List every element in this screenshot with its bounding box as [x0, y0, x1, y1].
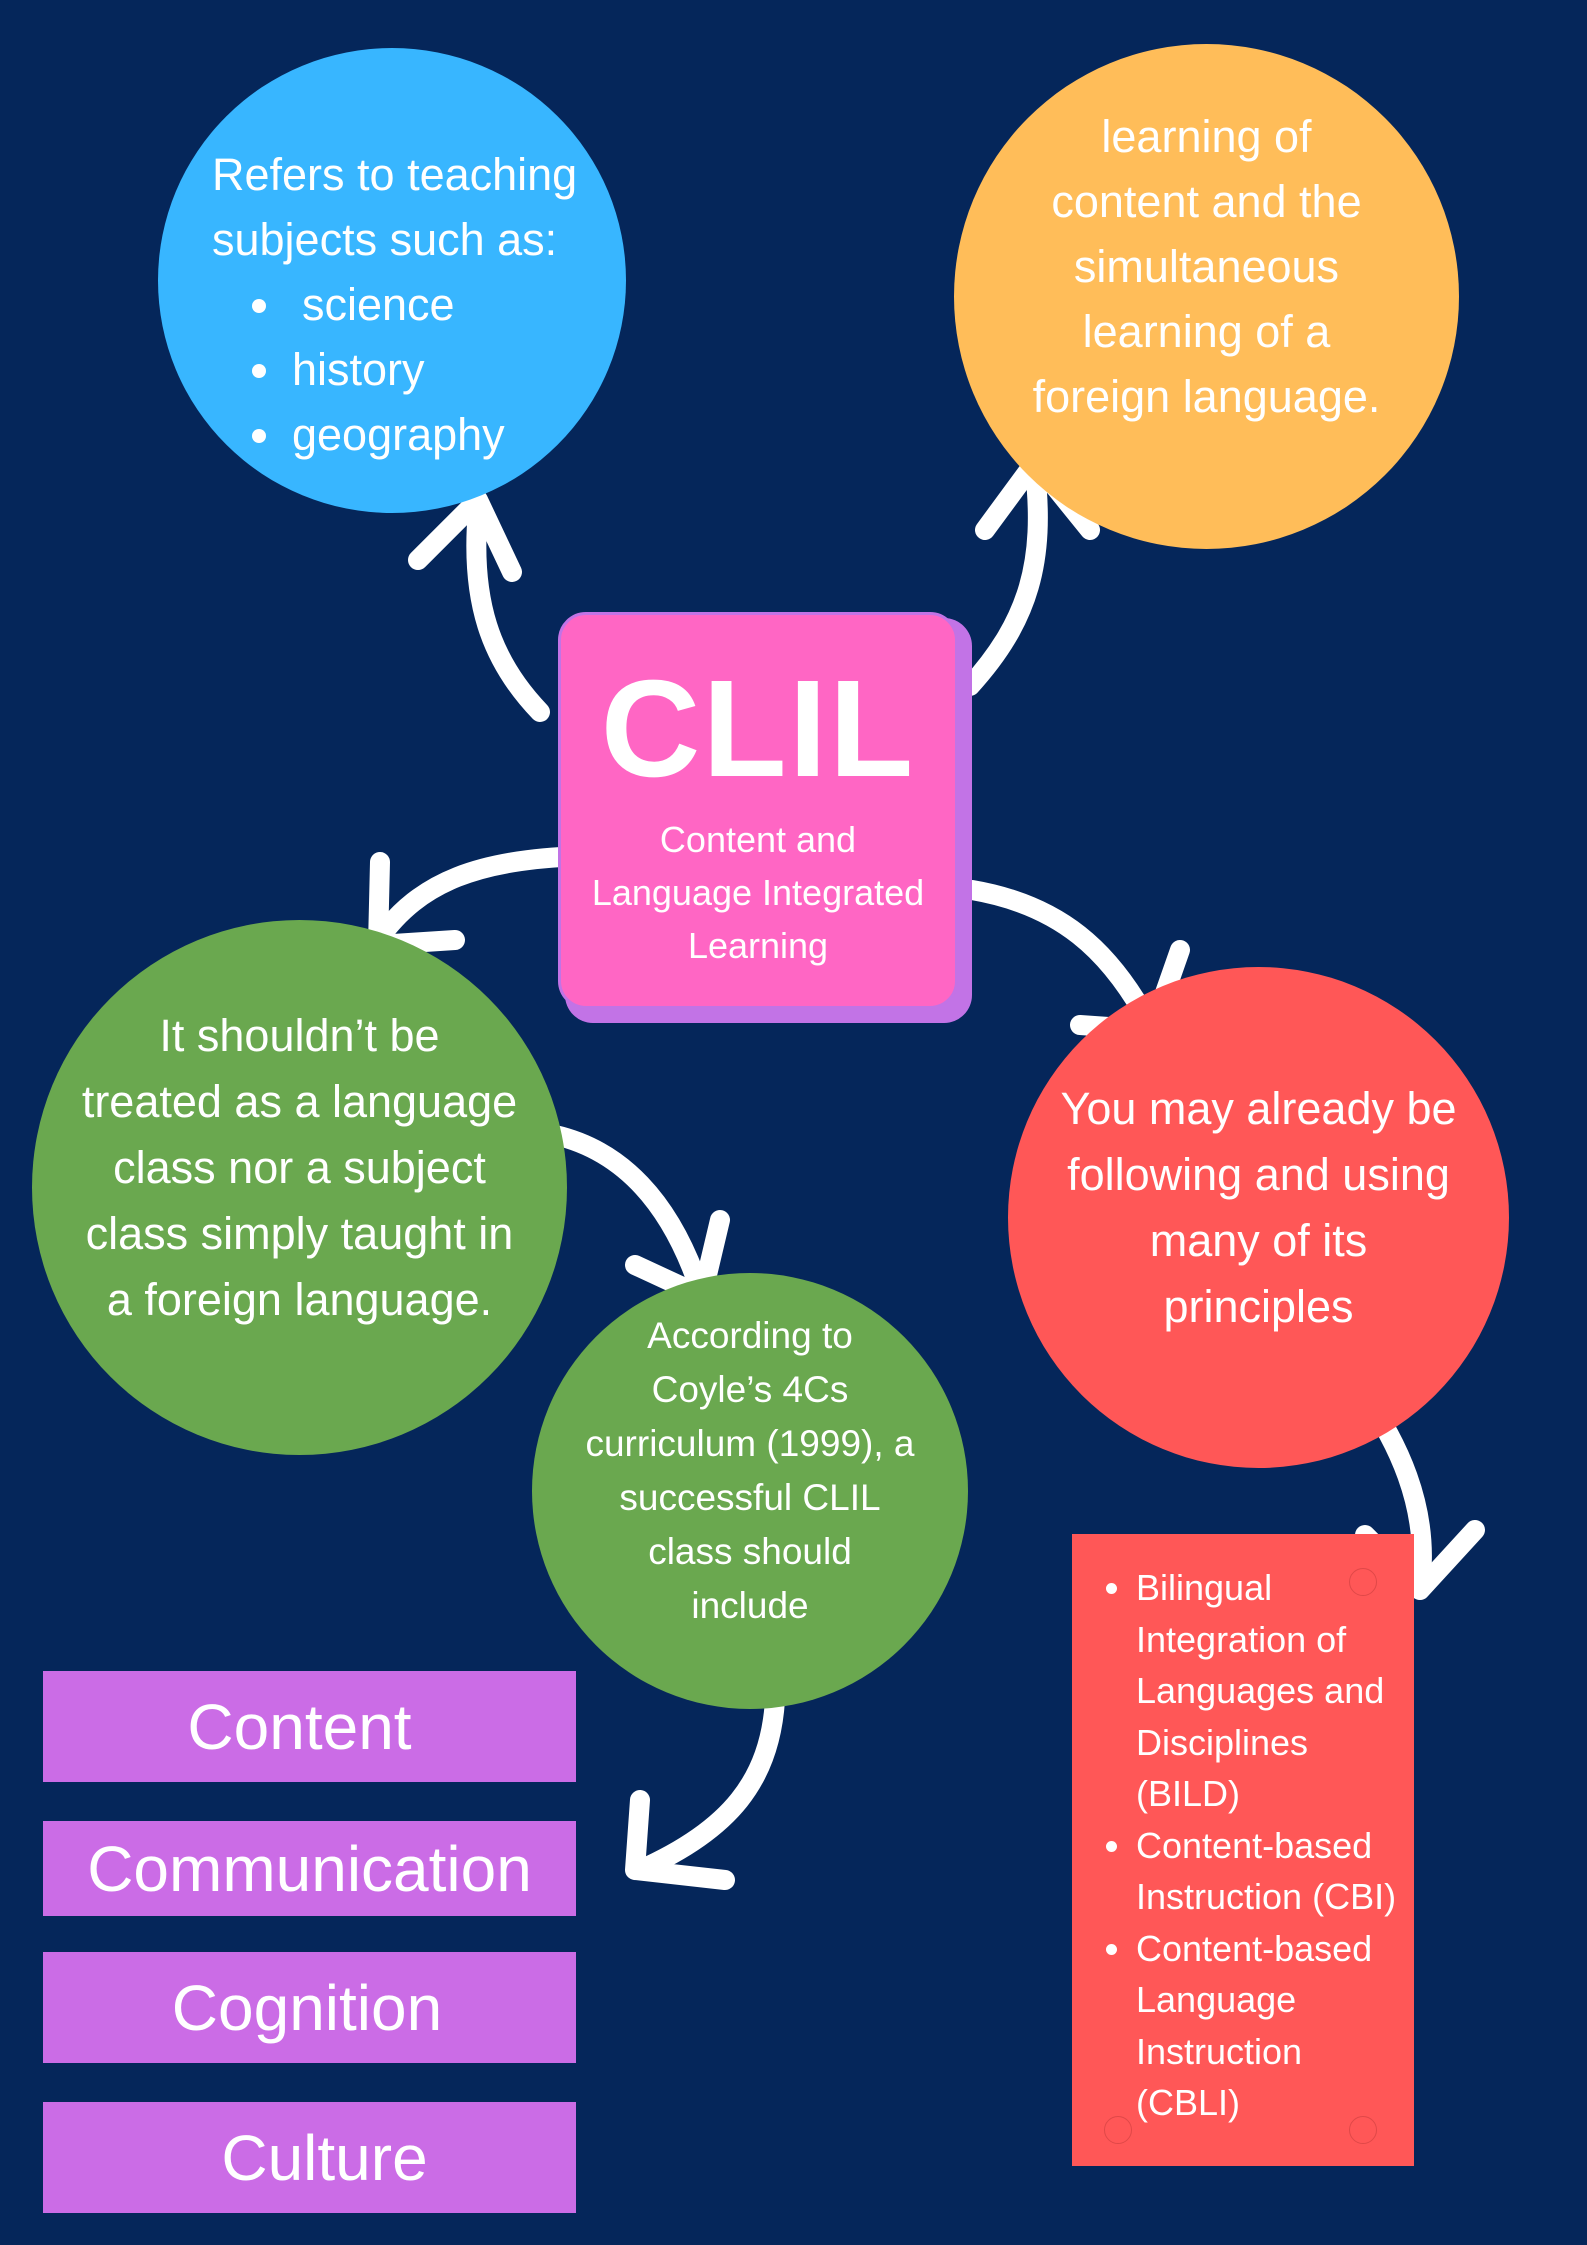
- pill-label: Communication: [87, 1832, 532, 1905]
- four-cs-communication: Communication: [43, 1821, 576, 1916]
- pill-label: Content: [187, 1690, 412, 1763]
- subjects-intro-line: subjects such as:: [212, 214, 558, 265]
- arrow-to-not-language-class: [368, 846, 590, 955]
- language-learning-circle: learning of content and the simultaneous…: [954, 44, 1459, 549]
- not-language-class-circle: It shouldn’t be treated as a language cl…: [32, 920, 567, 1455]
- pill-label: Culture: [221, 2121, 428, 2194]
- text-line: foreign language.: [1032, 371, 1381, 422]
- text-line: include: [691, 1585, 809, 1626]
- text-line: many of its: [1149, 1214, 1368, 1266]
- clil-subtitle: Content and Language Integrated Learning: [561, 813, 955, 972]
- four-cs-cognition: Cognition: [43, 1952, 576, 2063]
- not-language-class-text: It shouldn’t be treated as a language cl…: [52, 1003, 547, 1333]
- subject-item: history: [251, 337, 577, 402]
- pill-label: Cognition: [171, 1971, 443, 2044]
- related-approaches-list: Bilingual Integration of Languages and D…: [1072, 1562, 1414, 2129]
- text-line: Bilingual: [1136, 1567, 1273, 1608]
- subtitle-line: Learning: [687, 925, 829, 966]
- selection-handle: [1104, 2116, 1132, 2144]
- principles-text: You may already be following and using m…: [1030, 1076, 1486, 1340]
- text-line: (CBLI): [1136, 2082, 1241, 2123]
- coyle-circle: According to Coyle’s 4Cs curriculum (199…: [532, 1273, 968, 1709]
- text-line: curriculum (1999), a: [585, 1423, 915, 1464]
- text-line: Content-based: [1136, 1927, 1373, 1969]
- subjects-text: Refers to teaching subjects such as: sci…: [212, 142, 577, 467]
- principles-circle: You may already be following and using m…: [1008, 967, 1509, 1468]
- text-line: successful CLIL: [619, 1477, 881, 1518]
- four-cs-culture: Culture: [43, 2102, 576, 2213]
- text-line: Instruction (CBI): [1136, 1876, 1397, 1917]
- text-line: According to: [647, 1315, 853, 1356]
- subjects-circle: [158, 48, 626, 513]
- arrow-to-four-cs: [625, 1690, 785, 1890]
- text-line: Coyle’s 4Cs: [651, 1369, 849, 1410]
- subject-item: science: [251, 272, 577, 337]
- arrow-to-subjects: [408, 490, 550, 722]
- text-line: Instruction: [1136, 2030, 1303, 2072]
- text-line: following and using: [1067, 1148, 1450, 1200]
- text-line: Language: [1136, 1979, 1297, 2020]
- subjects-list: science history geography: [212, 272, 577, 467]
- text-line: Integration of: [1136, 1618, 1347, 1660]
- subtitle-line: Content and: [659, 819, 857, 860]
- approach-item-bild: Bilingual Integration of Languages and D…: [1106, 1562, 1414, 1820]
- text-line: class simply taught in: [85, 1207, 514, 1259]
- text-line: treated as a language: [81, 1075, 518, 1127]
- clil-title: CLIL: [600, 652, 916, 806]
- text-line: a foreign language.: [106, 1273, 493, 1325]
- text-line: Content-based: [1136, 1824, 1373, 1866]
- subjects-intro-line: Refers to teaching: [212, 149, 578, 200]
- text-line: class nor a subject: [113, 1141, 486, 1193]
- text-line: Disciplines: [1136, 1721, 1309, 1763]
- selection-handle: [1349, 2116, 1377, 2144]
- text-line: simultaneous: [1073, 241, 1340, 292]
- selection-handle: [1349, 1568, 1377, 1596]
- related-approaches-box: Bilingual Integration of Languages and D…: [1072, 1534, 1414, 2166]
- subject-item: geography: [251, 402, 577, 467]
- text-line: learning of: [1101, 111, 1312, 162]
- approach-item-cbli: Content-based Language Instruction (CBLI…: [1106, 1923, 1414, 2129]
- text-line: learning of a: [1082, 306, 1331, 357]
- text-line: class should: [648, 1531, 852, 1572]
- text-line: (BILD): [1136, 1773, 1241, 1814]
- text-line: Languages and: [1136, 1670, 1385, 1711]
- four-cs-content: Content: [43, 1671, 576, 1782]
- language-learning-text: learning of content and the simultaneous…: [993, 104, 1421, 449]
- arrow-to-coyle: [545, 1125, 730, 1306]
- text-line: It shouldn’t be: [159, 1009, 440, 1061]
- subtitle-line: Language Integrated: [591, 872, 925, 913]
- text-line: content and the: [1051, 176, 1362, 227]
- approach-item-cbi: Content-based Instruction (CBI): [1106, 1820, 1414, 1923]
- text-line: You may already be: [1060, 1082, 1457, 1134]
- text-line: principles: [1163, 1280, 1354, 1332]
- clil-center-box: CLIL Content and Language Integrated Lea…: [558, 612, 958, 1009]
- coyle-text: According to Coyle’s 4Cs curriculum (199…: [545, 1309, 954, 1633]
